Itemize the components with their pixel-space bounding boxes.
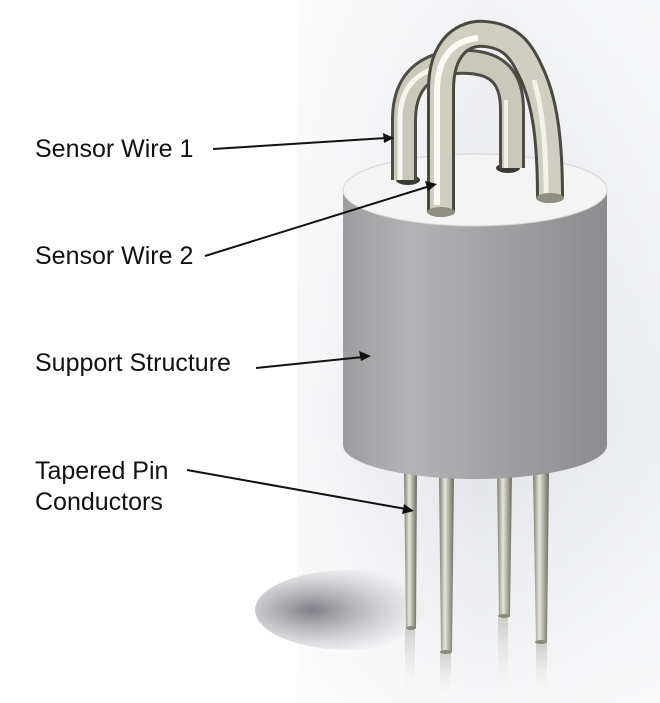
label-tapered-pin-line-2: Conductors (35, 488, 163, 516)
support-structure-body (342, 153, 608, 479)
label-tapered-pin-line-1: Tapered Pin (35, 457, 169, 485)
floor-shadow (255, 570, 445, 650)
arrow-sensor-wire-1 (212, 137, 387, 150)
arrow-tapered-pins (186, 469, 407, 510)
arrow-support-structure (255, 356, 364, 369)
arrow-sensor-wire-2 (204, 185, 431, 257)
pin-3 (497, 472, 512, 616)
label-sensor-wire-2: Sensor Wire 2 (35, 242, 194, 270)
label-tapered-pin-conductors: Tapered Pin Conductors (35, 456, 168, 518)
pin-4 (533, 472, 549, 642)
annotation-arrows (186, 133, 437, 514)
pin-2 (439, 476, 454, 652)
sensor-wire-2 (427, 19, 564, 217)
pin-1 (404, 472, 417, 628)
label-sensor-wire-1: Sensor Wire 1 (35, 135, 194, 163)
label-support-structure: Support Structure (35, 349, 231, 377)
pin-reflections (405, 618, 547, 703)
